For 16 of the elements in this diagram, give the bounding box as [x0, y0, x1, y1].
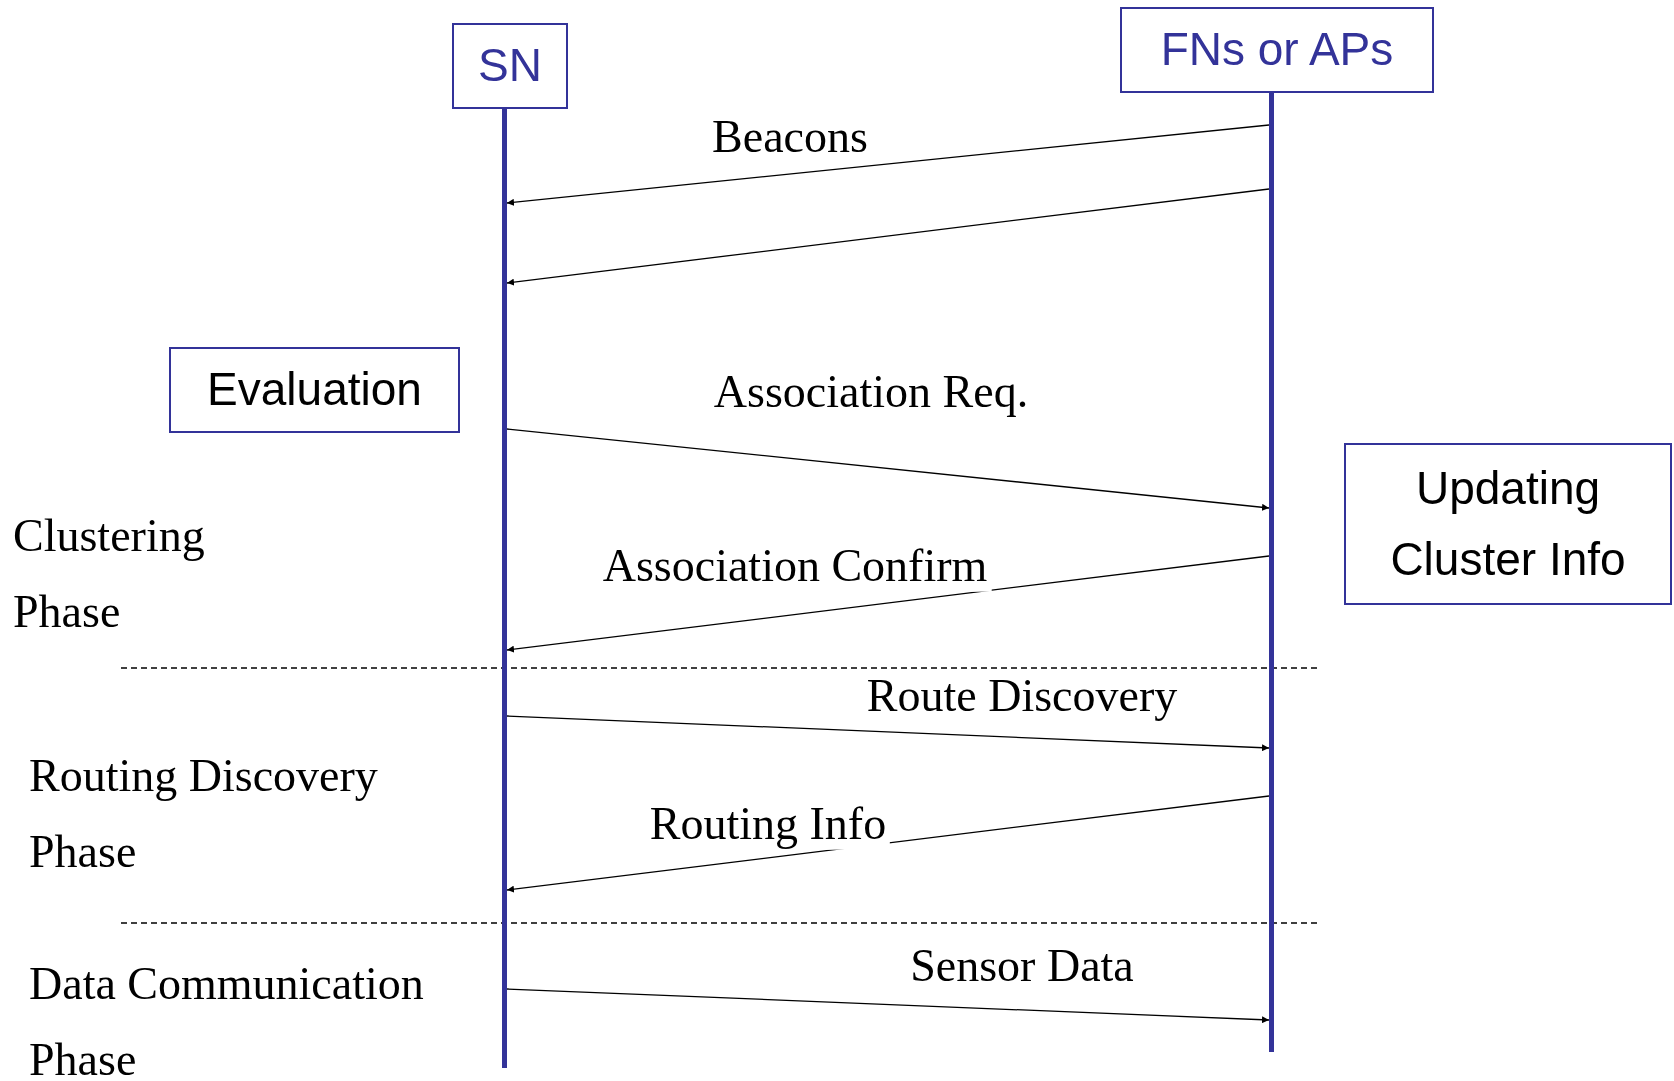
process-box: Evaluation [169, 347, 460, 433]
message-arrow [506, 124, 1270, 206]
message-arrow [506, 988, 1270, 1024]
phase-label: Routing Discovery Phase [29, 749, 379, 879]
message-arrow [506, 188, 1270, 286]
phase-label: Data Communication Phase [29, 957, 425, 1081]
phase-label: Clustering Phase [13, 509, 206, 639]
message-arrow [506, 715, 1270, 752]
participant-box: FNs or APs [1120, 7, 1434, 93]
message-arrow [506, 795, 1270, 893]
message-arrow [506, 428, 1270, 511]
lifeline-bar [502, 109, 507, 1068]
lifeline-bar [1269, 93, 1274, 1052]
message-arrow [506, 555, 1270, 653]
participant-box: SN [452, 23, 568, 109]
process-box: Updating Cluster Info [1344, 443, 1672, 605]
